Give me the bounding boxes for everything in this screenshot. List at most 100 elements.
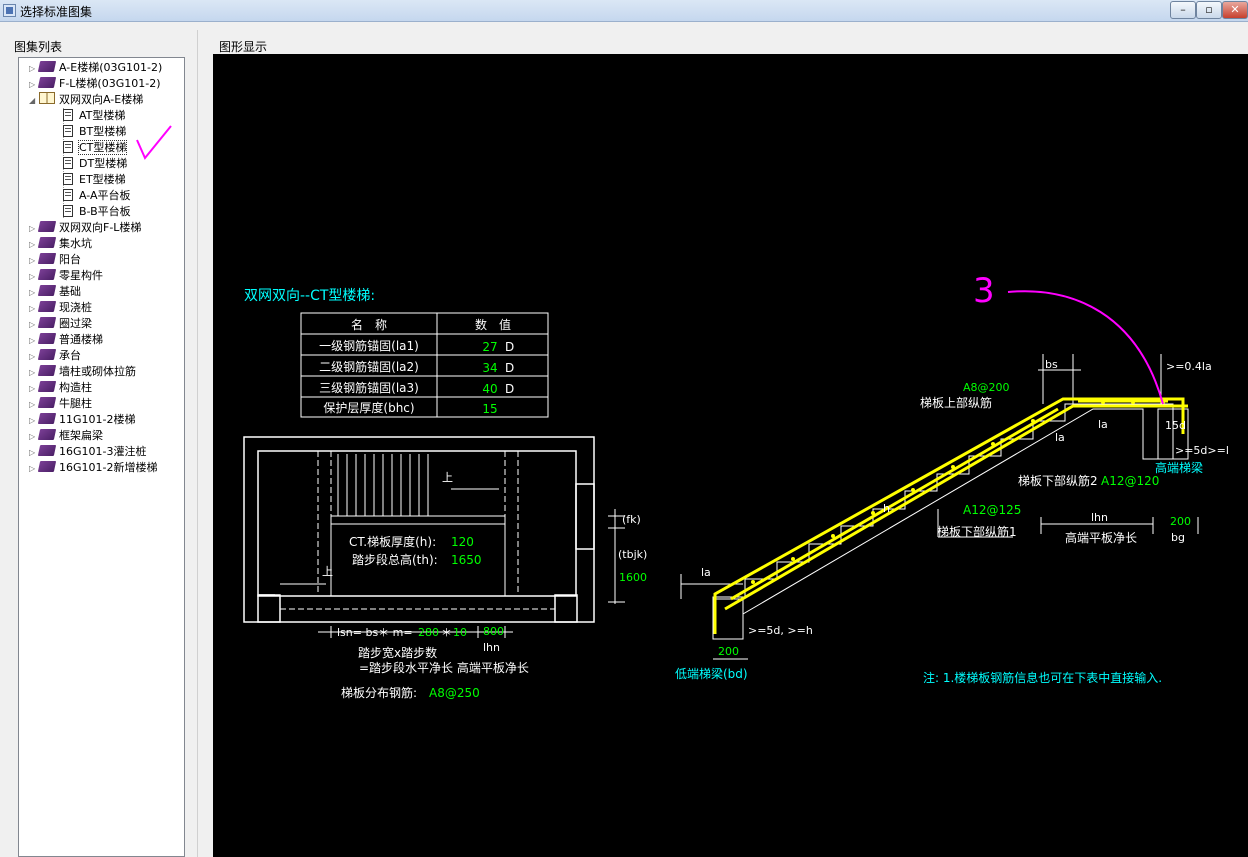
tree-item-label: 双网双向A-E楼梯 bbox=[59, 93, 144, 106]
table-cell-value[interactable]: 15 bbox=[482, 402, 497, 416]
bs-value[interactable]: 280 bbox=[418, 626, 439, 639]
tree-item[interactable]: ▷11G101-2楼梯 bbox=[29, 412, 135, 428]
expander-icon[interactable]: ▷ bbox=[29, 384, 36, 393]
plan-bottom-dims bbox=[318, 626, 513, 638]
tbjk-label: (tbjk) bbox=[618, 548, 647, 561]
drawing-canvas[interactable]: 双网双向--CT型楼梯: 名 称 数 值 一级钢筋锚固(la1) 27 D 二级… bbox=[213, 54, 1248, 857]
tree-item[interactable]: ▷双网双向F-L楼梯 bbox=[29, 220, 141, 236]
low-la-label: la bbox=[701, 566, 711, 579]
document-icon bbox=[63, 205, 73, 217]
annotation-arrow bbox=[1007, 290, 1164, 405]
document-icon bbox=[63, 189, 73, 201]
tree-item[interactable]: ▷16G101-2新增楼梯 bbox=[29, 460, 157, 476]
tree-item[interactable]: AT型楼梯 bbox=[63, 108, 125, 124]
expander-icon[interactable]: ▷ bbox=[29, 464, 36, 473]
tree-item[interactable]: A-A平台板 bbox=[63, 188, 131, 204]
expander-icon[interactable]: ▷ bbox=[29, 224, 36, 233]
up-label: 上 bbox=[322, 565, 333, 578]
expander-icon[interactable]: ▷ bbox=[29, 240, 36, 249]
expander-icon[interactable]: ▷ bbox=[29, 368, 36, 377]
book-icon bbox=[37, 429, 57, 440]
tree-item[interactable]: ▷普通楼梯 bbox=[29, 332, 103, 348]
low-5d-label: >=5d, >=h bbox=[748, 624, 813, 637]
thickness-label: CT.梯板厚度(h): bbox=[349, 534, 436, 549]
d15-label: 15d bbox=[1165, 419, 1186, 432]
tree-item[interactable]: ▷ 墙柱或砌体拉筋 bbox=[29, 364, 136, 380]
tree-item[interactable]: DT型楼梯 bbox=[63, 156, 127, 172]
tree-item[interactable]: CT型楼梯 bbox=[63, 140, 128, 156]
bd-value[interactable]: 200 bbox=[718, 645, 739, 658]
tree-item[interactable]: ▷承台 bbox=[29, 348, 81, 364]
table-cell-unit: D bbox=[505, 361, 514, 375]
bot2-value[interactable]: A12@120 bbox=[1101, 474, 1159, 488]
maximize-button[interactable]: ▫ bbox=[1196, 1, 1222, 19]
top-bar-label: 梯板上部纵筋 bbox=[920, 395, 992, 410]
minimize-button[interactable]: – bbox=[1170, 1, 1196, 19]
bot1-value[interactable]: A12@125 bbox=[963, 503, 1021, 517]
expander-icon[interactable]: ▷ bbox=[29, 272, 36, 281]
book-icon bbox=[37, 349, 57, 360]
tree-item[interactable]: ◢ 双网双向A-E楼梯 bbox=[29, 92, 143, 108]
expander-icon[interactable]: ▷ bbox=[29, 336, 36, 345]
table-cell-value[interactable]: 27 bbox=[482, 340, 497, 354]
tree-item[interactable]: ▷阳台 bbox=[29, 252, 81, 268]
thickness-value[interactable]: 120 bbox=[451, 535, 474, 549]
tree-item[interactable]: ▷圈过梁 bbox=[29, 316, 92, 332]
height-value[interactable]: 1650 bbox=[451, 553, 482, 567]
expander-icon[interactable]: ▷ bbox=[29, 448, 36, 457]
m-value[interactable]: 10 bbox=[453, 626, 467, 639]
tree-item[interactable]: ET型楼梯 bbox=[63, 172, 126, 188]
dist-value[interactable]: A8@250 bbox=[429, 686, 480, 700]
up-label: 上 bbox=[442, 471, 453, 484]
note-step: 踏步宽x踏步数 bbox=[358, 645, 437, 660]
book-icon bbox=[37, 381, 57, 392]
table-cell-value[interactable]: 34 bbox=[482, 361, 497, 375]
tree-item[interactable]: ▷F-L楼梯(03G101-2) bbox=[29, 76, 161, 92]
close-button[interactable]: ✕ bbox=[1222, 1, 1248, 19]
tree-item[interactable]: ▷牛腿柱 bbox=[29, 396, 92, 412]
tree-item-label: A-A平台板 bbox=[79, 189, 131, 202]
tree-item[interactable]: ▷A-E楼梯(03G101-2) bbox=[29, 60, 162, 76]
expander-icon[interactable]: ▷ bbox=[29, 352, 36, 361]
tree-item-label: 基础 bbox=[59, 285, 81, 298]
book-icon bbox=[37, 237, 57, 248]
expander-icon[interactable]: ◢ bbox=[29, 96, 36, 105]
open-book-icon bbox=[39, 92, 55, 104]
tree-item[interactable]: B-B平台板 bbox=[63, 204, 131, 220]
tree-item[interactable]: ▷零星构件 bbox=[29, 268, 103, 284]
expander-icon[interactable]: ▷ bbox=[29, 320, 36, 329]
tree-item-label: 墙柱或砌体拉筋 bbox=[59, 365, 136, 378]
tree-item[interactable]: ▷现浇桩 bbox=[29, 300, 92, 316]
bg-value[interactable]: 200 bbox=[1170, 515, 1191, 528]
expander-icon[interactable]: ▷ bbox=[29, 304, 36, 313]
width-value[interactable]: 1600 bbox=[619, 571, 647, 584]
expander-icon[interactable]: ▷ bbox=[29, 80, 36, 89]
tree-item[interactable]: ▷集水坑 bbox=[29, 236, 92, 252]
expander-icon[interactable]: ▷ bbox=[29, 400, 36, 409]
splitter[interactable] bbox=[197, 30, 198, 857]
dist-label: 梯板分布钢筋: bbox=[341, 685, 417, 700]
expander-icon[interactable]: ▷ bbox=[29, 288, 36, 297]
table-cell-value[interactable]: 40 bbox=[482, 382, 497, 396]
tree-panel[interactable]: ▷A-E楼梯(03G101-2)▷F-L楼梯(03G101-2) ◢ 双网双向A-E… bbox=[18, 57, 185, 857]
tree-item[interactable]: ▷ 基础 bbox=[29, 284, 81, 300]
expander-icon[interactable]: ▷ bbox=[29, 64, 36, 73]
expander-icon[interactable]: ▷ bbox=[29, 416, 36, 425]
tree-item[interactable]: ▷16G101-3灌注桩 bbox=[29, 444, 146, 460]
tree-item[interactable]: ▷框架扁梁 bbox=[29, 428, 103, 444]
table-header-value: 数 值 bbox=[475, 317, 511, 332]
book-icon bbox=[37, 317, 57, 328]
drawing-heading: 双网双向--CT型楼梯: bbox=[244, 288, 375, 304]
tree-item[interactable]: ▷构造柱 bbox=[29, 380, 92, 396]
expander-icon[interactable]: ▷ bbox=[29, 432, 36, 441]
document-icon bbox=[63, 157, 73, 169]
top-bar-value[interactable]: A8@200 bbox=[963, 381, 1010, 394]
plan-view bbox=[243, 436, 595, 623]
tree-item[interactable]: BT型楼梯 bbox=[63, 124, 126, 140]
tree-item-label: ET型楼梯 bbox=[79, 173, 126, 186]
lhn-label: lhn bbox=[483, 641, 500, 654]
expander-icon[interactable]: ▷ bbox=[29, 256, 36, 265]
lhn-value[interactable]: 800 bbox=[483, 625, 504, 638]
section-note: 注: 1.楼梯板钢筋信息也可在下表中直接输入. bbox=[923, 670, 1162, 685]
plan-right-dims bbox=[608, 509, 625, 604]
